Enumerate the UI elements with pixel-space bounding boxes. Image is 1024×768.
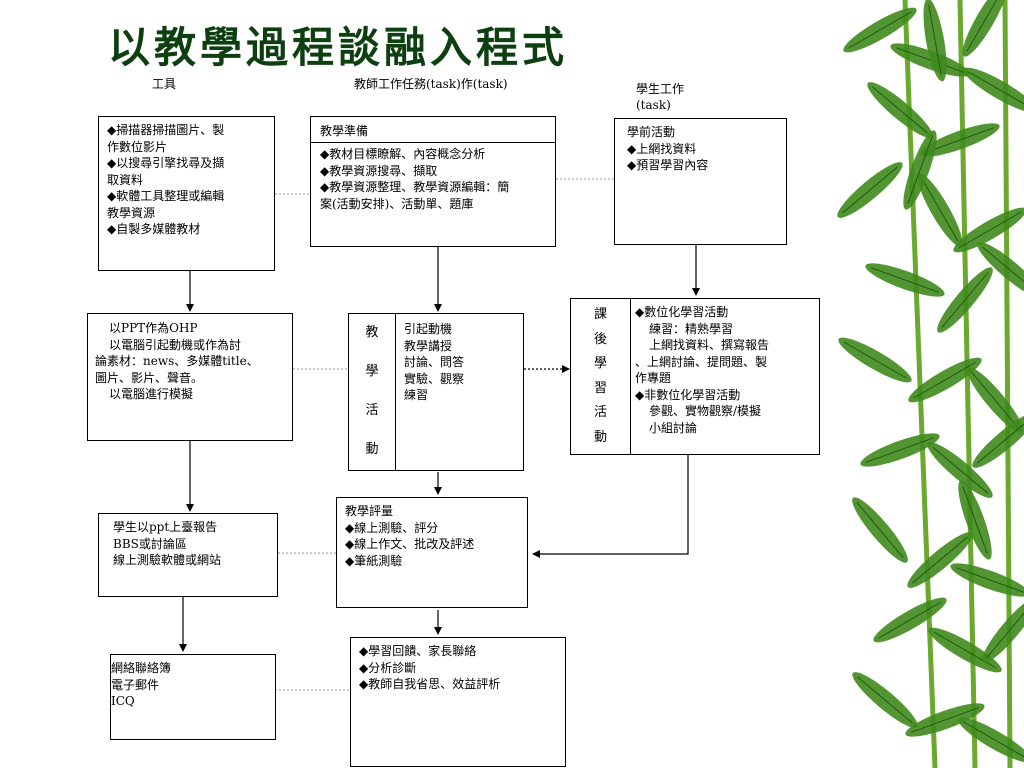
tools-line: ◆自製多媒體教材 <box>107 222 201 236</box>
after-class-content: ◆數位化學習活動 練習：精熟學習 上網找資料、撰寫報告 、上網討論、提問題、製 … <box>635 304 769 436</box>
tools-line: ◆掃描器掃描圖片、製 <box>107 123 225 137</box>
after-class-divider <box>630 299 631 454</box>
ppt-line: 以電腦進行模擬 <box>109 387 194 401</box>
ppt-line: 圖片、影片、聲音。 <box>95 370 204 385</box>
feedback-line: ◆學習回饋、家長聯絡 <box>359 644 477 658</box>
report-line: BBS或討論區 <box>113 536 187 551</box>
teaching-line: 實驗、觀察 <box>404 371 465 386</box>
tools-box: ◆掃描器掃描圖片、製 作數位影片 ◆以搜尋引擎找尋及擷 取資料 ◆軟體工具整理或… <box>98 116 275 271</box>
report-line: 學生以ppt上臺報告 <box>113 520 218 534</box>
contact-line: 電子郵件 <box>111 677 160 692</box>
evaluation-line: ◆線上作文、批改及評述 <box>345 537 475 551</box>
preparation-box: 教學準備 ◆教材目標瞭解、內容概念分析 ◆教學資源搜尋、擷取 ◆教學資源整理、教… <box>310 116 556 247</box>
tools-line: 作數位影片 <box>107 139 168 154</box>
teaching-line: 練習 <box>404 388 429 402</box>
evaluation-box: 教學評量 ◆線上測驗、評分 ◆線上作文、批改及評述 ◆筆紙測驗 <box>336 497 528 608</box>
contact-line: 網絡聯絡簿 <box>111 661 172 675</box>
ppt-line: 以PPT作為OHP <box>109 321 198 335</box>
header-student-task: 學生工作 (task) <box>636 81 684 113</box>
vertical-char: 學 <box>593 356 607 371</box>
tools-line: 教學資源 <box>107 205 156 220</box>
preparation-line: ◆教學資源整理、教學資源編輯：簡 <box>320 180 510 194</box>
after-line: ◆數位化學習活動 <box>635 305 729 319</box>
vertical-char: 活 <box>593 405 607 420</box>
teaching-line: 教學講授 <box>404 338 453 353</box>
page-title: 以教學過程談融入程式 <box>108 23 569 72</box>
header-student-line: 學生工作 <box>636 82 685 96</box>
header-teacher-task: 教師工作任務(task)作(task) <box>354 77 508 91</box>
evaluation-line: ◆線上測驗、評分 <box>345 520 439 535</box>
teaching-line: 引起動機 <box>404 322 453 336</box>
arrow-after-to-eval <box>532 455 689 558</box>
teaching-activity-content: 引起動機 教學講授 討論、問答 實驗、觀察 練習 <box>404 321 464 404</box>
vertical-char: 學 <box>365 364 379 380</box>
tools-line: 取資料 <box>107 172 144 187</box>
feedback-box: ◆學習回饋、家長聯絡 ◆分析診斷 ◆教師自我省思、效益評析 <box>350 637 566 767</box>
pre-activity-line: ◆上網找資料 <box>627 141 697 156</box>
preparation-line: ◆教學資源搜尋、擷取 <box>320 163 438 178</box>
teaching-activity-vertical-label: 教 學 活 動 <box>349 314 395 470</box>
pre-activity-line: ◆預習學習內容 <box>627 158 709 172</box>
contact-box: 網絡聯絡簿 電子郵件 ICQ <box>110 654 276 740</box>
after-line: 小組討論 <box>649 420 698 435</box>
vertical-char: 動 <box>593 429 607 445</box>
student-report-box: 學生以ppt上臺報告 BBS或討論區 線上測驗軟體或網站 <box>98 513 278 597</box>
preparation-content: ◆教材目標瞭解、內容概念分析 ◆教學資源搜尋、擷取 ◆教學資源整理、教學資源編輯… <box>311 143 555 215</box>
report-line: 線上測驗軟體或網站 <box>113 553 222 567</box>
teaching-activity-divider <box>395 314 396 470</box>
vertical-char: 後 <box>593 331 607 347</box>
evaluation-line: 教學評量 <box>345 504 394 518</box>
after-line: 參觀、實物觀察/模擬 <box>649 404 762 418</box>
tools-line: ◆以搜尋引擎找尋及擷 <box>107 156 225 170</box>
contact-line: ICQ <box>111 694 135 708</box>
teaching-activity-box: 教 學 活 動 引起動機 教學講授 討論、問答 實驗、觀察 練習 <box>348 313 524 471</box>
after-line: 、上網討論、提問題、製 <box>635 354 768 369</box>
after-class-box: 課 後 學 習 活 動 ◆數位化學習活動 練習：精熟學習 上網找資料、撰寫報告 … <box>570 298 820 455</box>
header-tools: 工具 <box>152 77 177 91</box>
vertical-char: 動 <box>365 442 379 458</box>
ppt-line: 論素材：news、多媒體title、 <box>95 354 259 368</box>
teaching-line: 討論、問答 <box>404 355 465 369</box>
ppt-box: 以PPT作為OHP 以電腦引起動機或作為討 論素材：news、多媒體title、… <box>87 313 293 441</box>
after-line: 上網找資料、撰寫報告 <box>649 338 770 352</box>
pre-activity-box: 學前活動 ◆上網找資料 ◆預習學習內容 <box>614 118 787 245</box>
tools-line: ◆軟體工具整理或編輯 <box>107 189 225 203</box>
preparation-heading: 教學準備 <box>311 117 555 143</box>
after-line: 練習：精熟學習 <box>649 321 734 336</box>
feedback-line: ◆分析診斷 <box>359 660 417 675</box>
header-student-line: (task) <box>636 98 671 112</box>
vertical-char: 活 <box>365 403 379 419</box>
ppt-line: 以電腦引起動機或作為討 <box>109 337 242 352</box>
after-line: ◆非數位化學習活動 <box>635 387 741 402</box>
vertical-char: 教 <box>365 325 379 341</box>
pre-activity-line: 學前活動 <box>627 125 676 139</box>
vertical-char: 課 <box>593 307 607 322</box>
preparation-line: ◆教材目標瞭解、內容概念分析 <box>320 147 486 161</box>
preparation-line: 案(活動安排)、活動單、題庫 <box>320 196 474 211</box>
after-line: 作專題 <box>635 371 672 385</box>
evaluation-line: ◆筆紙測驗 <box>345 553 403 568</box>
after-class-vertical-label: 課 後 學 習 活 動 <box>571 299 630 454</box>
feedback-line: ◆教師自我省思、效益評析 <box>359 677 501 691</box>
vertical-char: 習 <box>593 380 607 396</box>
